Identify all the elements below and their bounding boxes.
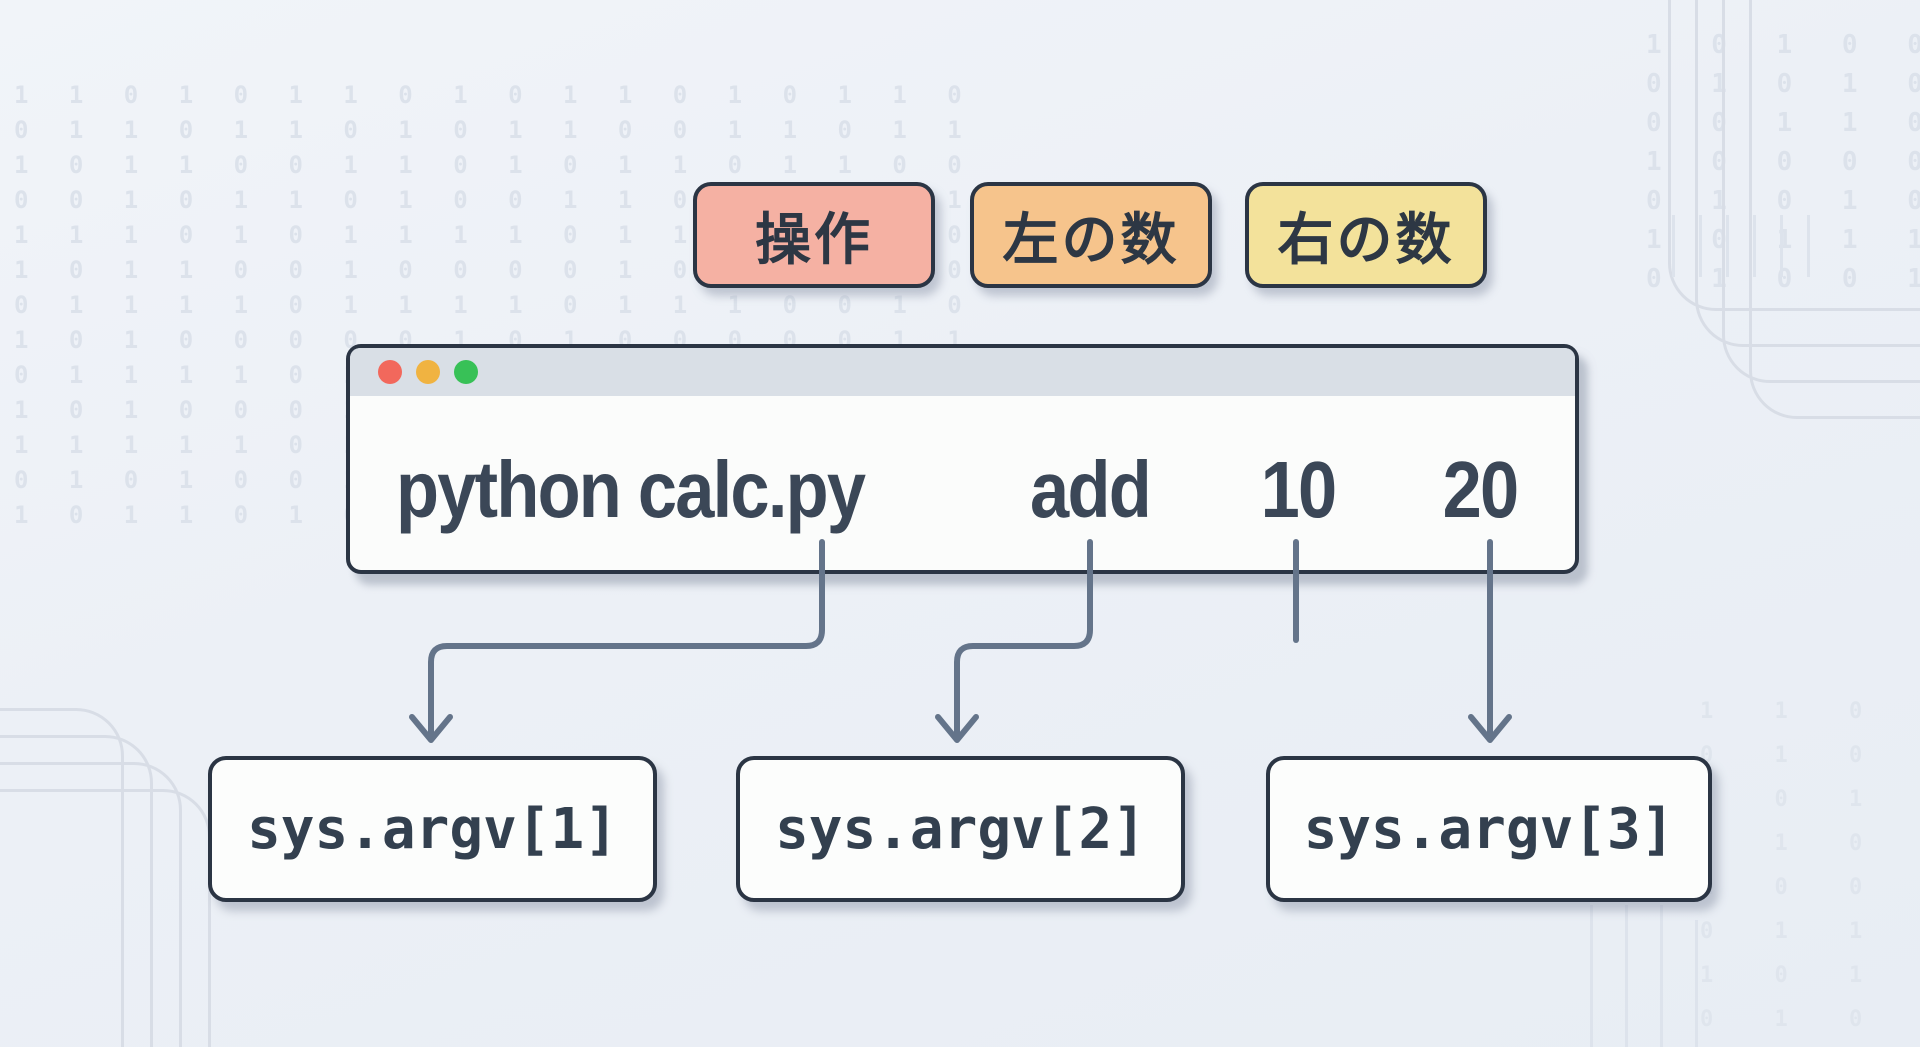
terminal-window bbox=[346, 344, 1579, 574]
deco-line bbox=[1625, 905, 1628, 1047]
deco-rounded-frame bbox=[0, 708, 124, 1047]
deco-rounded-frame bbox=[0, 762, 182, 1047]
argv3-box: sys.argv[3] bbox=[1266, 756, 1712, 902]
terminal-titlebar bbox=[350, 348, 1575, 396]
deco-line bbox=[1753, 215, 1756, 277]
argv1-box: sys.argv[1] bbox=[208, 756, 657, 902]
deco-line bbox=[1695, 920, 1698, 1047]
deco-line bbox=[1590, 905, 1593, 1047]
label-right-number: 右の数 bbox=[1245, 182, 1487, 288]
deco-rounded-frame bbox=[1668, 0, 1920, 311]
command-program: python calc.py bbox=[396, 445, 866, 534]
deco-line bbox=[1672, 215, 1675, 277]
deco-rounded-frame bbox=[1695, 0, 1920, 347]
argv2-box: sys.argv[2] bbox=[736, 756, 1185, 902]
arrowhead-argv1 bbox=[409, 714, 453, 743]
binary-pattern-bottom-right: 1 1 0 1 0 1 0 1 1 0 1 0 0 1 0 0 1 0 0 1 … bbox=[1700, 699, 1887, 1032]
deco-line bbox=[1780, 215, 1783, 277]
deco-rounded-frame bbox=[0, 789, 211, 1047]
deco-line bbox=[1726, 215, 1729, 277]
deco-line bbox=[1660, 905, 1663, 1047]
command-arg-left-number: 10 bbox=[1260, 445, 1338, 534]
label-left-number: 左の数 bbox=[970, 182, 1212, 288]
label-operation: 操作 bbox=[693, 182, 935, 288]
deco-line bbox=[1807, 215, 1810, 277]
arrowhead-argv3 bbox=[1468, 714, 1512, 743]
command-arg-right-number: 20 bbox=[1442, 445, 1520, 534]
arrowhead-argv2 bbox=[935, 714, 979, 743]
command-arg-operation: add bbox=[1030, 445, 1152, 534]
minimize-button-icon bbox=[416, 360, 440, 384]
deco-rounded-frame bbox=[0, 735, 153, 1047]
maximize-button-icon bbox=[454, 360, 478, 384]
binary-pattern-top-right: 1 0 1 0 0 1 1 0 0 1 0 1 0 1 0 1 0 0 1 1 … bbox=[1646, 30, 1920, 294]
deco-rounded-frame bbox=[1722, 0, 1920, 383]
deco-rounded-frame bbox=[1749, 0, 1920, 419]
deco-line bbox=[1699, 215, 1702, 277]
close-button-icon bbox=[378, 360, 402, 384]
